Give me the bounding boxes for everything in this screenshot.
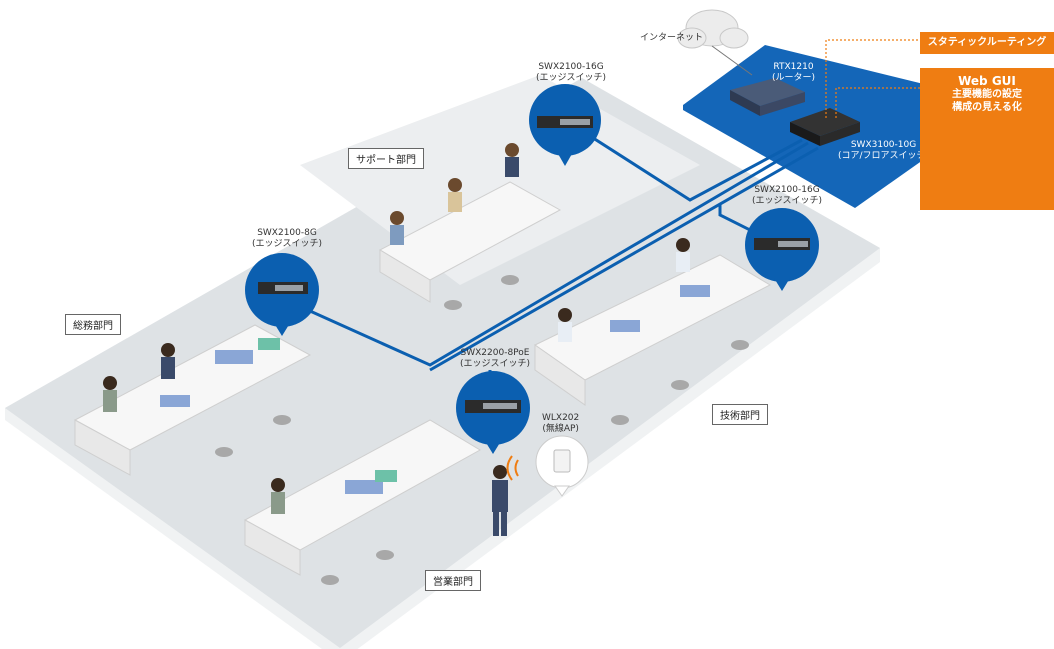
sales-switch-label: SWX2200-8PoE (エッジスイッチ): [460, 348, 530, 370]
wifi-signal-icon: [506, 455, 519, 481]
webgui-line2: 構成の見える化: [952, 102, 1022, 113]
router-label: RTX1210 (ルーター): [772, 62, 815, 84]
ap-name: WLX202: [542, 413, 580, 423]
support-switch-name: SWX2100-16G: [538, 62, 604, 72]
backbone-cables: [289, 118, 819, 410]
tech-switch-bubble: [745, 208, 819, 291]
router-device: [730, 78, 805, 116]
sales-switch-name: SWX2200-8PoE: [460, 348, 530, 358]
router-name: RTX1210: [773, 62, 814, 72]
dept-support-label: サポート部門: [348, 148, 424, 169]
support-switch-label: SWX2100-16G (エッジスイッチ): [536, 62, 606, 84]
ap-role: (無線AP): [542, 424, 579, 434]
internet-label: インターネット: [640, 33, 704, 43]
people: [103, 143, 690, 536]
core-switch-name: SWX3100-10G: [850, 140, 917, 150]
chairs: [215, 275, 749, 585]
ap-bubble: [535, 435, 589, 497]
general-switch-bubble: [245, 253, 319, 336]
sales-switch-bubble: [456, 371, 530, 454]
callout-leaders: [825, 39, 920, 118]
core-switch-role: (コア/フロアスイッチ): [838, 151, 930, 161]
ap-label: WLX202 (無線AP): [542, 413, 579, 435]
core-switch-label: SWX3100-10G (コア/フロアスイッチ): [838, 140, 929, 162]
dept-tech-label: 技術部門: [712, 404, 768, 425]
webgui-line1: 主要機能の設定: [952, 89, 1022, 100]
webgui-callout: Web GUI 主要機能の設定 構成の見える化: [920, 68, 1054, 210]
general-switch-name: SWX2100-8G: [257, 228, 317, 238]
dept-general-label: 総務部門: [65, 314, 121, 335]
tech-switch-label: SWX2100-16G (エッジスイッチ): [752, 185, 822, 207]
core-switch-device: [790, 108, 860, 146]
webgui-title: Web GUI: [958, 74, 1016, 88]
router-role: (ルーター): [772, 73, 816, 83]
binders: [160, 285, 710, 494]
tech-switch-name: SWX2100-16G: [754, 185, 820, 195]
tech-switch-role: (エッジスイッチ): [752, 196, 823, 206]
sales-switch-role: (エッジスイッチ): [460, 359, 531, 369]
dept-sales-label: 営業部門: [425, 570, 481, 591]
static-routing-callout: スタティックルーティング: [920, 32, 1054, 54]
general-switch-role: (エッジスイッチ): [252, 239, 323, 249]
support-switch-role: (エッジスイッチ): [536, 73, 607, 83]
general-switch-label: SWX2100-8G (エッジスイッチ): [252, 228, 322, 250]
support-switch-bubble: [529, 84, 601, 166]
